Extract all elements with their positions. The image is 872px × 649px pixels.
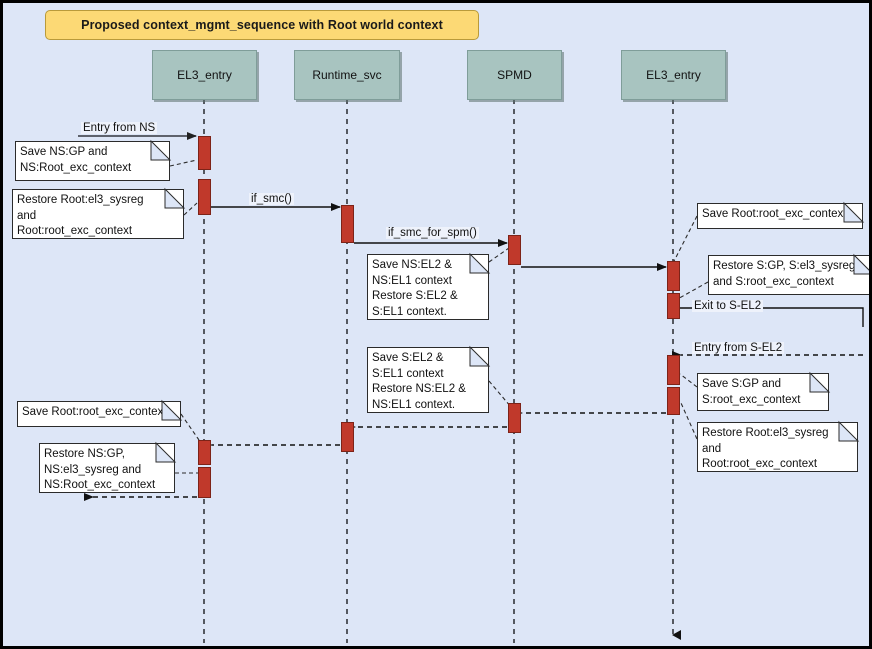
- note-restore-root-el3-sysreg: Restore Root:el3_sysreg and Root:root_ex…: [12, 189, 184, 239]
- message-label-exit-to-sel2: Exit to S-EL2: [692, 300, 764, 312]
- lifeline-header-runtime-svc[interactable]: Runtime_svc: [294, 50, 400, 100]
- note-restore-ns-gp: Restore NS:GP, NS:el3_sysreg and NS:Root…: [39, 443, 175, 493]
- lifeline-label: EL3_entry: [646, 68, 701, 82]
- diagram-vector-layer: [78, 99, 864, 643]
- note-save-ns-gp: Save NS:GP and NS:Root_exc_context: [15, 141, 170, 181]
- lifeline-header-el3-entry-2[interactable]: EL3_entry: [621, 50, 726, 100]
- activation-bar[interactable]: [667, 293, 680, 319]
- note-save-s-el2-restore-ns-el2: Save S:EL2 & S:EL1 context Restore NS:EL…: [367, 347, 489, 413]
- activation-bar[interactable]: [341, 422, 354, 452]
- note-save-root-exc-context-left: Save Root:root_exc_context: [17, 401, 181, 427]
- note-restore-s-gp: Restore S:GP, S:el3_sysreg and S:root_ex…: [708, 255, 869, 295]
- diagram-title: Proposed context_mgmt_sequence with Root…: [45, 10, 479, 40]
- activation-bar[interactable]: [341, 205, 354, 243]
- activation-bar[interactable]: [198, 467, 211, 498]
- lifeline-label: Runtime_svc: [312, 68, 382, 82]
- activation-bar[interactable]: [198, 136, 211, 170]
- lifeline-label: EL3_entry: [177, 68, 232, 82]
- message-label-if-smc: if_smc(): [249, 193, 294, 205]
- activation-bar[interactable]: [667, 387, 680, 415]
- activation-bar[interactable]: [508, 235, 521, 265]
- activation-bar[interactable]: [667, 261, 680, 291]
- message-label-if-smc-for-spm: if_smc_for_spm(): [386, 227, 479, 239]
- message-label-entry-from-ns: Entry from NS: [81, 122, 158, 134]
- note-save-s-gp: Save S:GP and S:root_exc_context: [697, 373, 829, 411]
- activation-bar[interactable]: [508, 403, 521, 433]
- lifeline-label: SPMD: [497, 68, 532, 82]
- activation-bar[interactable]: [667, 355, 680, 385]
- lifeline-header-spmd[interactable]: SPMD: [467, 50, 562, 100]
- activation-bar[interactable]: [198, 179, 211, 215]
- note-save-ns-el2-restore-s-el2: Save NS:EL2 & NS:EL1 context Restore S:E…: [367, 254, 489, 320]
- message-label-entry-from-sel2: Entry from S-EL2: [692, 342, 785, 354]
- activation-bar[interactable]: [198, 440, 211, 465]
- lifeline-header-el3-entry-1[interactable]: EL3_entry: [152, 50, 257, 100]
- note-restore-root-el3-sysreg-right: Restore Root:el3_sysreg and Root:root_ex…: [697, 422, 858, 472]
- note-save-root-exc-context-right: Save Root:root_exc_context: [697, 203, 863, 229]
